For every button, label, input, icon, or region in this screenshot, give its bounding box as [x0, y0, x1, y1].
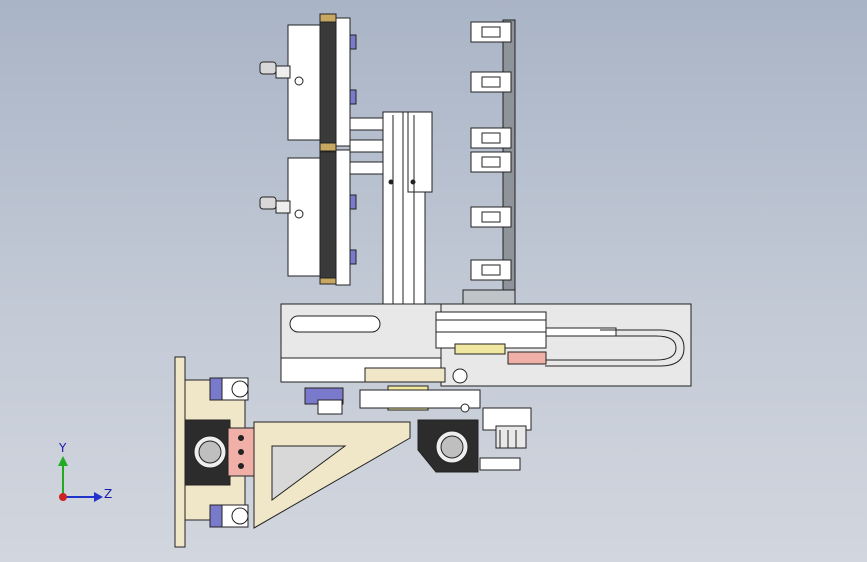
cylinder-rod: [545, 327, 617, 337]
connector-rod-2: [349, 139, 386, 153]
upper-roller-frame: [335, 17, 351, 147]
triad-y-arrow: [58, 456, 68, 466]
air-fitting-lower: [259, 196, 304, 219]
mount-plate: [174, 356, 186, 548]
lower-roller-cap: [319, 277, 337, 285]
lower-link-bar: [359, 389, 481, 409]
sensor-clip-2: [470, 71, 512, 93]
upper-roller-cap-bottom: [319, 142, 337, 152]
upper-roller-cap-top: [319, 13, 337, 23]
clamp-upper: [209, 377, 249, 401]
lower-roller-module: [287, 149, 357, 286]
sensor-clip-6: [470, 259, 512, 281]
vertical-column: [382, 111, 433, 368]
cable-loop: [545, 329, 685, 367]
upper-bolt-1: [349, 34, 357, 50]
clamp-lower: [209, 504, 249, 528]
accent-pink-plate: [507, 351, 547, 365]
lower-module-plate: [287, 157, 323, 277]
drive-pinion: [479, 407, 532, 471]
sensor-clip-3: [470, 127, 512, 149]
cylinder-body: [435, 311, 547, 349]
horizontal-slide-housing: [280, 303, 692, 387]
connector-rod-3: [349, 161, 386, 175]
lower-roller-frame: [335, 149, 351, 286]
sensor-clip-4: [470, 151, 512, 173]
lower-bolt-1: [349, 194, 357, 210]
lower-roller: [319, 151, 337, 281]
lower-bolt-2: [349, 249, 357, 265]
upper-bolt-2: [349, 89, 357, 105]
triad-x-origin: [59, 493, 67, 501]
air-fitting-upper: [259, 61, 304, 86]
triad-z-arrow: [94, 492, 103, 502]
accent-yellow-plate: [454, 343, 506, 355]
coordinate-triad: [58, 456, 103, 502]
triad-y-label: Y: [59, 441, 67, 455]
upper-roller-module: [287, 13, 357, 153]
upper-roller: [319, 19, 337, 146]
housing-slot: [289, 315, 381, 333]
carriage-block-white: [317, 399, 343, 415]
triad-z-label: Z: [104, 487, 113, 501]
sensor-clip-5: [470, 206, 512, 228]
carriage-bar: [364, 367, 446, 383]
left-motor: [184, 419, 255, 486]
connector-rod-1: [349, 117, 386, 131]
sensor-clip-1: [470, 21, 512, 43]
column-cap: [407, 111, 433, 193]
upper-module-plate: [287, 24, 323, 141]
triangular-bracket: [253, 421, 411, 529]
